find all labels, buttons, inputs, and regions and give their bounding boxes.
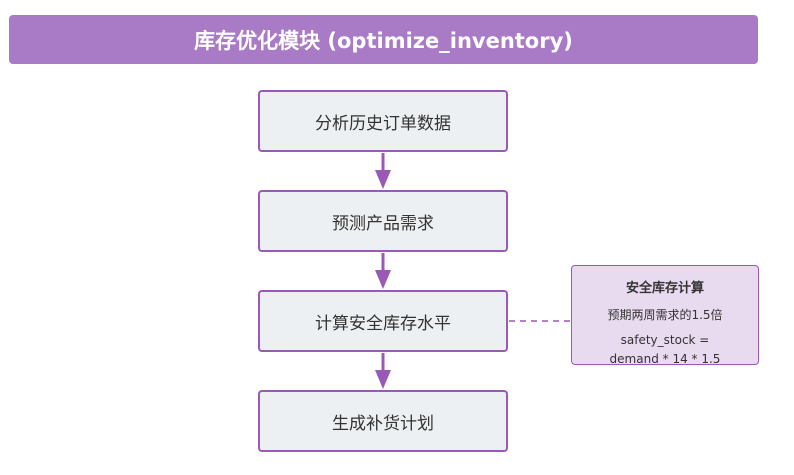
step-generate-replenishment[interactable]: 生成补货计划 [258, 390, 508, 452]
step-label: 生成补货计划 [332, 413, 434, 434]
step-calc-safety-stock[interactable]: 计算安全库存水平 [258, 290, 508, 352]
step-label: 预测产品需求 [332, 213, 434, 234]
note-title: 安全库存计算 [625, 281, 704, 296]
arrow-head-3-4 [375, 370, 391, 389]
module-title-bar: 库存优化模块 (optimize_inventory) [9, 15, 758, 64]
module-title: 库存优化模块 (optimize_inventory) [194, 28, 573, 53]
note-formula: safety_stock = demand * 14 * 1.5 [610, 331, 721, 369]
note-formula-line-2: demand * 14 * 1.5 [609, 352, 721, 366]
safety-stock-note: 安全库存计算 预期两周需求的1.5倍 safety_stock = demand… [571, 265, 759, 366]
step-forecast-demand[interactable]: 预测产品需求 [258, 190, 508, 252]
note-description: 预期两周需求的1.5倍 [607, 308, 723, 322]
arrow-head-2-3 [375, 270, 391, 289]
note-formula-line-1: safety_stock = [620, 333, 710, 347]
step-label: 分析历史订单数据 [315, 113, 451, 134]
arrow-head-1-2 [375, 170, 391, 189]
step-label: 计算安全库存水平 [315, 313, 451, 334]
step-analyze-orders[interactable]: 分析历史订单数据 [258, 90, 508, 152]
